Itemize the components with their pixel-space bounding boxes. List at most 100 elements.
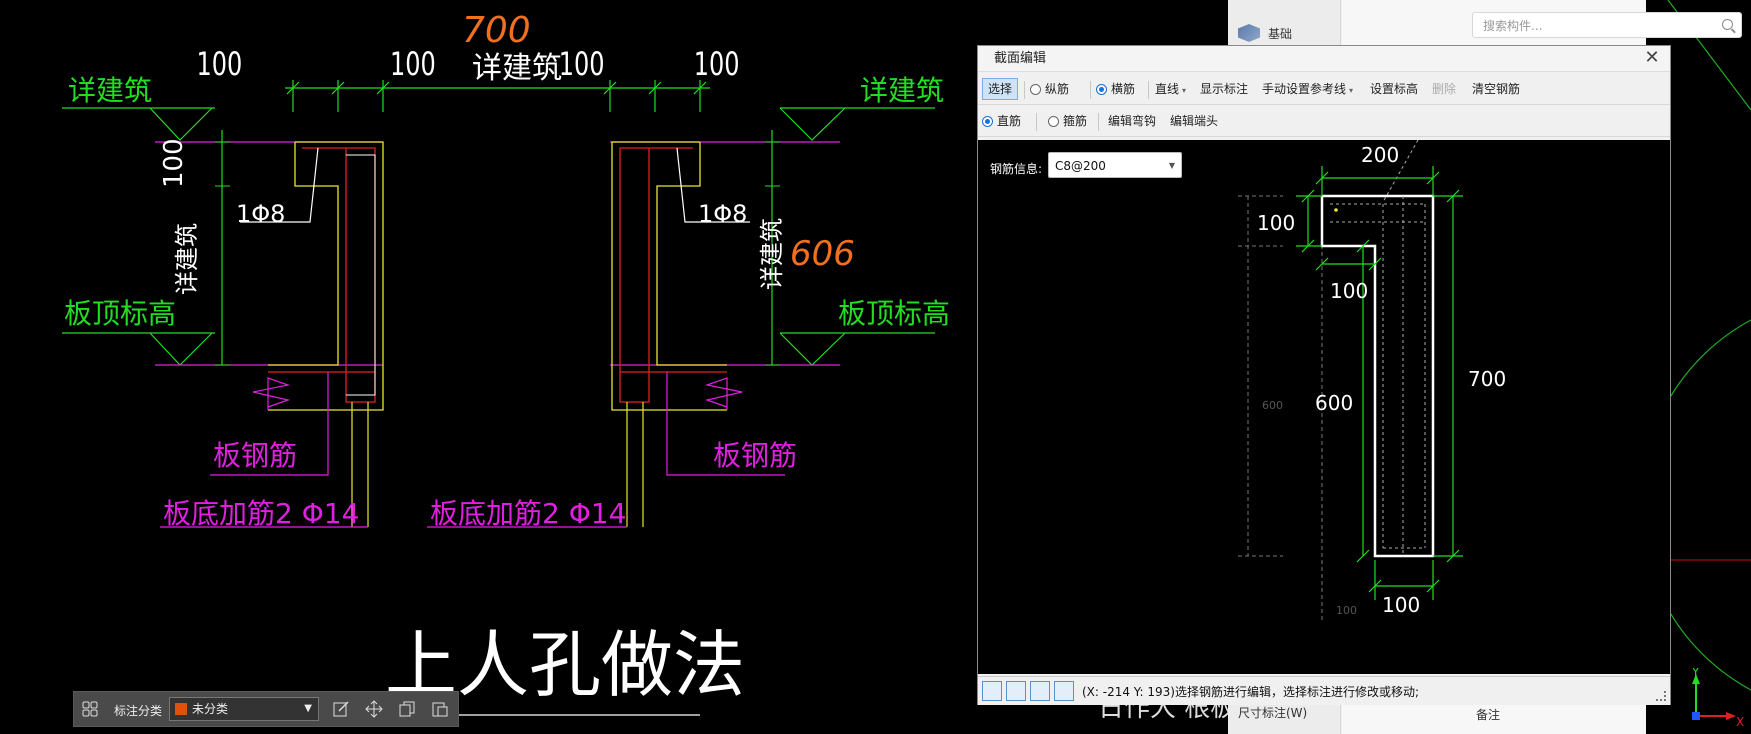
dim-top[interactable]: 200	[1361, 143, 1399, 167]
edit-hook-button[interactable]: 编辑弯钩	[1108, 114, 1157, 128]
radio-icon	[1048, 116, 1059, 127]
label-xiangjianzhu-top: 详建筑	[472, 51, 562, 86]
annotation-toolbar: 标注分类 未分类 ▼	[73, 691, 459, 727]
annotation-category-label: 标注分类	[114, 704, 163, 718]
right-section	[427, 130, 785, 528]
edit-end-button[interactable]: 编辑端头	[1170, 114, 1219, 128]
component-search-input[interactable]: 搜索构件...	[1472, 12, 1742, 38]
clear-rebar-button[interactable]: 清空钢筋	[1472, 82, 1521, 96]
dialog-title: 截面编辑	[994, 51, 1047, 66]
dim-left-top[interactable]: 100	[1257, 211, 1295, 235]
label-100-left: 100	[159, 138, 189, 188]
section-edit-dialog: 截面编辑 ✕ 选择 纵筋 横筋 直线▾ 显示标注 手动设置参考线▾ 设置标高 删…	[977, 45, 1671, 705]
category-color-swatch	[175, 703, 187, 715]
annotation-category-select[interactable]: 未分类 ▼	[169, 697, 319, 721]
ucs-axis-icon: Y X	[1691, 668, 1744, 728]
menu-dim-annotation[interactable]: 尺寸标注(W)	[1238, 706, 1308, 720]
stirrup-label: 箍筋	[1063, 114, 1088, 128]
transverse-radio[interactable]: 横筋	[1096, 79, 1135, 99]
toolbar-separator	[1090, 81, 1091, 99]
dialog-subtoolbar: 直筋 箍筋 编辑弯钩 编辑端头	[978, 106, 1670, 137]
snap-line-icon[interactable]	[1006, 681, 1026, 701]
rebar-info-select[interactable]: C8@200 ▼	[1048, 152, 1182, 178]
elev-marker-right-2	[779, 332, 935, 366]
dim-bottom[interactable]: 100	[1382, 593, 1420, 617]
label-xiangjianzhu-left: 详建筑	[68, 74, 152, 107]
annot-700: 700	[462, 10, 531, 51]
manual-ref-label: 手动设置参考线	[1262, 82, 1347, 96]
set-elevation-button[interactable]: 设置标高	[1370, 82, 1419, 96]
dialog-titlebar[interactable]: 截面编辑 ✕	[978, 46, 1670, 72]
label-banding-left: 板顶标高	[64, 297, 176, 330]
chevron-down-icon: ▼	[304, 703, 312, 714]
transverse-label: 横筋	[1111, 82, 1136, 96]
resize-grip-icon[interactable]	[1656, 691, 1666, 701]
label-banding-right: 板顶标高	[838, 297, 950, 330]
label-xiangjianzhu-right: 详建筑	[860, 74, 944, 107]
axis-x-label: X	[1736, 715, 1744, 728]
annotation-category-value: 未分类	[192, 702, 229, 716]
label-vert-right: 详建筑	[758, 218, 786, 290]
dim-100-1: 100	[197, 46, 243, 83]
dialog-toolbar: 选择 纵筋 横筋 直线▾ 显示标注 手动设置参考线▾ 设置标高 删除 清空钢筋	[978, 74, 1670, 105]
toolbar-separator	[1036, 113, 1037, 131]
toolbar-separator	[1024, 81, 1025, 99]
search-icon[interactable]	[1722, 19, 1733, 30]
dialog-statusbar: (X: -214 Y: 193)选择钢筋进行编辑，选择标注进行修改或移动;	[978, 676, 1670, 705]
move-icon[interactable]	[365, 700, 383, 718]
label-bangangjin-right: 板钢筋	[713, 439, 797, 472]
toolbar-separator	[1148, 81, 1149, 99]
rebar-info-value: C8@200	[1055, 159, 1106, 173]
label-vert-left: 详建筑	[173, 223, 201, 295]
elev-marker-left-1	[62, 107, 215, 141]
longitudinal-label: 纵筋	[1045, 82, 1070, 96]
slab-lines	[155, 141, 840, 366]
top-dimension	[285, 80, 710, 112]
label-bandi-left: 板底加筋2 Φ14	[163, 497, 359, 530]
straight-radio[interactable]: 直筋	[982, 111, 1021, 131]
left-section	[160, 130, 384, 528]
dim-inner[interactable]: 100	[1330, 279, 1368, 303]
dim-100-2: 100	[390, 46, 436, 83]
snap-orthogonal-icon[interactable]	[982, 681, 1002, 701]
label-bandi-right: 板底加筋2 Φ14	[430, 497, 626, 530]
elev-marker-left-2	[62, 332, 215, 366]
straight-label: 直筋	[997, 114, 1022, 128]
line-label: 直线	[1155, 82, 1180, 96]
radio-selected-icon	[1096, 84, 1107, 95]
status-text: (X: -214 Y: 193)选择钢筋进行编辑，选择标注进行修改或移动;	[1082, 685, 1420, 699]
section-canvas[interactable]: 钢筋信息: C8@200 ▼	[978, 140, 1670, 674]
dim-faint-bottom: 100	[1336, 604, 1357, 617]
elev-marker-right-1	[779, 107, 935, 141]
label-rebar-right: 1Φ8	[698, 200, 747, 228]
radio-selected-icon	[982, 116, 993, 127]
delete-button[interactable]: 删除	[1432, 82, 1457, 96]
chevron-down-icon: ▾	[1182, 86, 1187, 95]
longitudinal-radio[interactable]: 纵筋	[1030, 79, 1069, 99]
foundation-icon	[1238, 24, 1260, 42]
toolbar-separator	[1098, 113, 1099, 131]
dim-100-3: 100	[559, 46, 605, 83]
radio-icon	[1030, 84, 1041, 95]
remark-field-label: 备注	[1476, 708, 1501, 722]
close-icon[interactable]: ✕	[1644, 47, 1660, 68]
edit-icon[interactable]	[332, 700, 350, 718]
grid-icon[interactable]	[82, 701, 98, 717]
manual-ref-dropdown[interactable]: 手动设置参考线▾	[1262, 79, 1353, 99]
line-dropdown[interactable]: 直线▾	[1155, 79, 1186, 99]
stirrup-radio[interactable]: 箍筋	[1048, 111, 1087, 131]
section-drawing[interactable]: 200 100 100 600 700 100 600 100	[978, 140, 1670, 674]
label-rebar-left: 1Φ8	[236, 200, 285, 228]
show-dims-button[interactable]: 显示标注	[1200, 82, 1249, 96]
label-bangangjin-left: 板钢筋	[213, 439, 297, 472]
snap-add-icon[interactable]	[1054, 681, 1074, 701]
paste-icon[interactable]	[431, 700, 449, 718]
copy-icon[interactable]	[398, 700, 416, 718]
annot-606: 606	[790, 234, 855, 274]
dim-left[interactable]: 600	[1315, 391, 1353, 415]
rebar-info-label: 钢筋信息:	[990, 162, 1043, 176]
snap-perpendicular-icon[interactable]	[1030, 681, 1050, 701]
select-button[interactable]: 选择	[982, 78, 1019, 100]
tree-item-foundation[interactable]: 基础	[1238, 24, 1292, 42]
dim-right[interactable]: 700	[1468, 367, 1506, 391]
